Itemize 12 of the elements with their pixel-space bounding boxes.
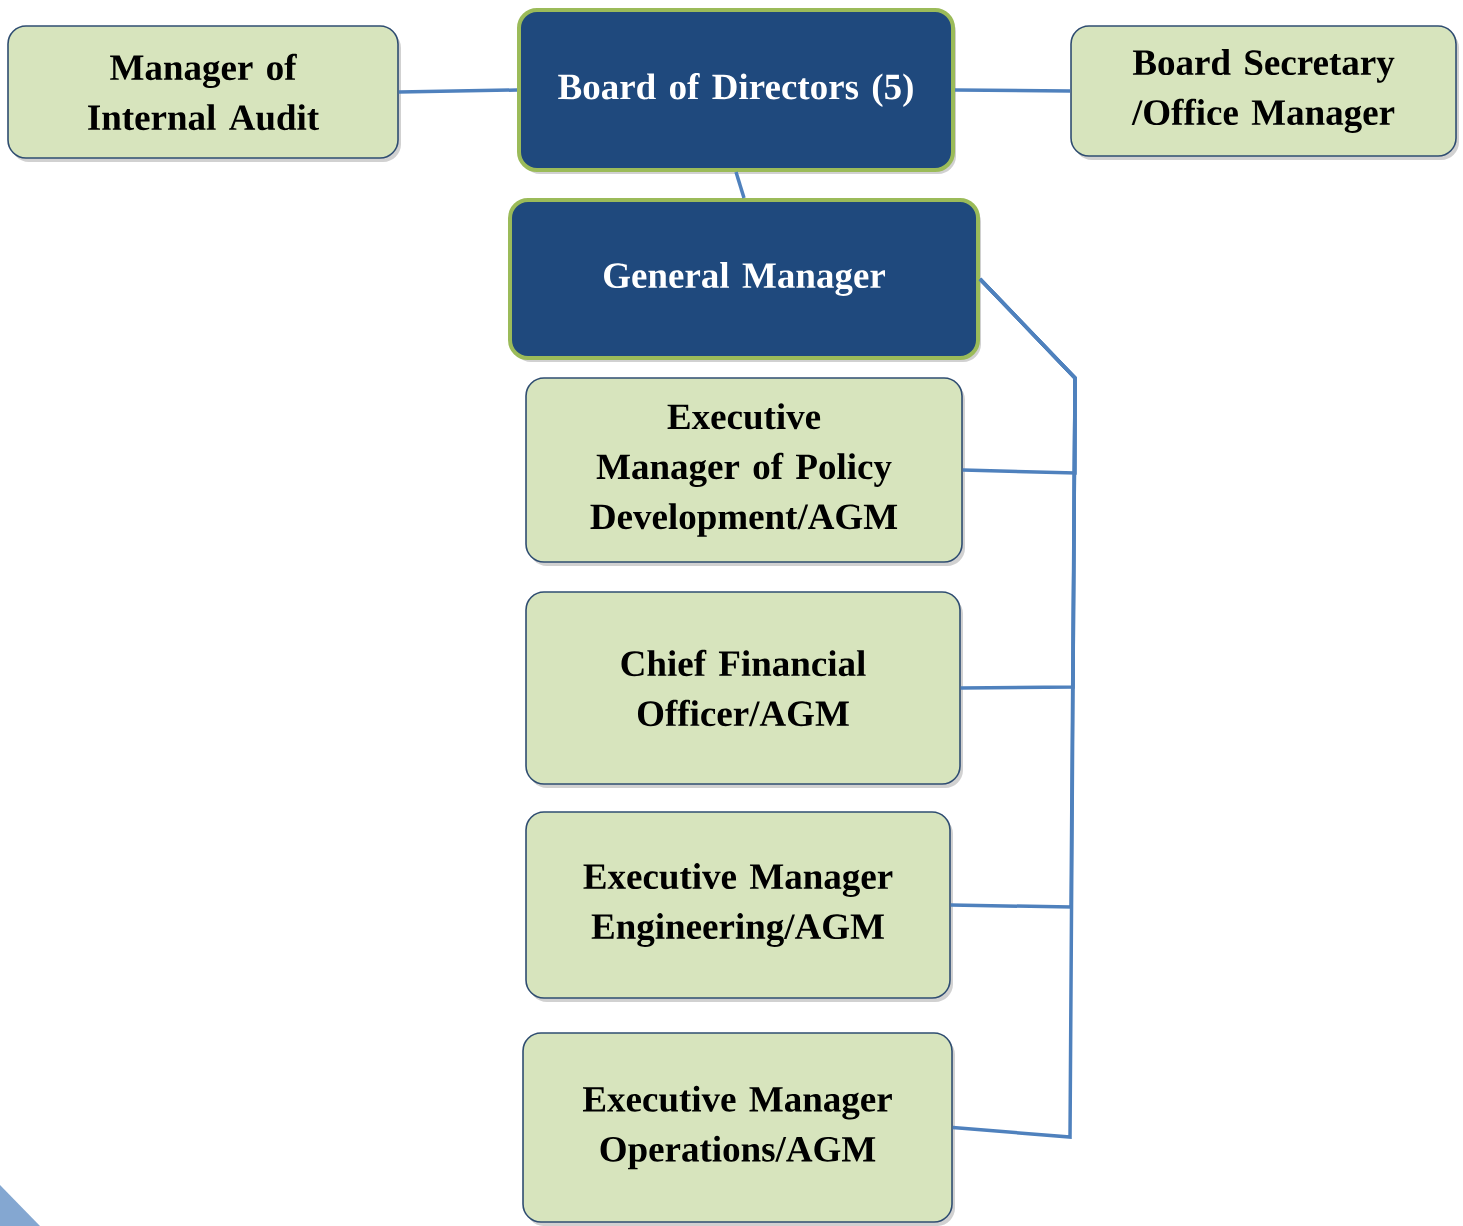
highlight-box: Board of Directors (5) <box>517 8 955 172</box>
connector-line <box>952 277 1077 1139</box>
org-box: Manager of Internal Audit <box>7 25 399 159</box>
connector-line <box>398 88 518 94</box>
org-box: Board Secretary /Office Manager <box>1070 25 1457 157</box>
connector-line <box>955 88 1071 93</box>
org-box: Executive Manager of Policy Development/AGM <box>525 377 963 563</box>
org-box: Executive Manager Engineering/AGM <box>525 811 951 999</box>
highlight-box: General Manager <box>508 198 980 360</box>
connector-line <box>734 171 746 199</box>
org-box: Executive Manager Operations/AGM <box>522 1032 953 1223</box>
org-box: Chief Financial Officer/AGM <box>525 591 961 785</box>
